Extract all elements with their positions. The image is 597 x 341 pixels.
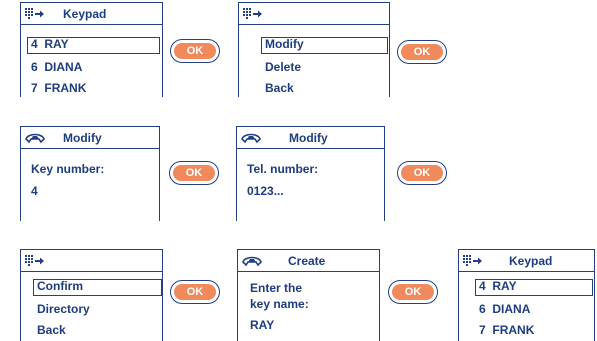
ok-button-label: OK xyxy=(392,284,434,300)
prompt-line-1: Enter the xyxy=(250,281,303,295)
ok-button-label: OK xyxy=(401,44,443,60)
modify-key-screen: Modify Key number: 4 xyxy=(20,126,160,221)
list-item-diana[interactable]: 6 DIANA xyxy=(31,60,82,74)
screen-title: Modify xyxy=(63,131,102,145)
screen-header: Modify xyxy=(21,127,159,149)
key-number: 6 xyxy=(479,302,486,316)
ok-button[interactable]: OK xyxy=(397,161,447,185)
key-number: 4 xyxy=(31,37,38,51)
screen-title: Modify xyxy=(289,131,328,145)
key-number: 7 xyxy=(479,323,486,337)
menu-item-back[interactable]: Back xyxy=(265,81,294,95)
phone-handset-icon xyxy=(25,131,45,144)
key-number: 7 xyxy=(31,81,38,95)
field-value[interactable]: 0123... xyxy=(247,184,284,198)
options-menu-screen: Modify Delete Back xyxy=(238,2,390,97)
menu-item-directory[interactable]: Directory xyxy=(37,302,90,316)
field-label: Tel. number: xyxy=(247,162,319,176)
screen-header xyxy=(239,3,389,25)
menu-item-back[interactable]: Back xyxy=(37,323,66,337)
phone-handset-icon xyxy=(242,254,262,267)
screen-header: Modify xyxy=(237,127,384,149)
contact-name: RAY xyxy=(44,37,69,51)
ok-button-label: OK xyxy=(174,284,216,300)
screen-title: Create xyxy=(288,254,326,268)
ok-button[interactable]: OK xyxy=(397,40,447,64)
field-value[interactable]: 4 xyxy=(31,184,38,198)
create-name-screen: Create Enter the key name: RAY xyxy=(237,249,380,341)
ok-button-label: OK xyxy=(173,165,215,181)
modify-number-screen: Modify Tel. number: 0123... xyxy=(236,126,385,221)
menu-item-delete[interactable]: Delete xyxy=(265,60,302,74)
menu-item-modify[interactable]: Modify xyxy=(261,37,388,54)
screen-header: Create xyxy=(238,250,379,272)
keypad-grid-icon xyxy=(463,254,483,267)
ok-button[interactable]: OK xyxy=(170,280,220,304)
contact-name: DIANA xyxy=(44,60,83,74)
key-number: 6 xyxy=(31,60,38,74)
keypad-screen-2: Keypad 4 RAY 6 DIANA 7 FRANK xyxy=(458,249,595,341)
list-item-ray[interactable]: 4 RAY xyxy=(27,37,160,54)
phone-handset-icon xyxy=(241,131,261,144)
screen-header xyxy=(21,250,162,272)
ok-button[interactable]: OK xyxy=(388,280,438,304)
prompt-line-2: key name: xyxy=(250,297,309,311)
contact-name: DIANA xyxy=(492,302,531,316)
ok-button-label: OK xyxy=(174,43,216,59)
confirm-menu-screen: Confirm Directory Back xyxy=(20,249,163,341)
ok-button[interactable]: OK xyxy=(170,39,220,63)
keypad-screen-1: Keypad 4 RAY 6 DIANA 7 FRANK xyxy=(20,2,163,97)
ok-button-label: OK xyxy=(401,165,443,181)
menu-item-confirm[interactable]: Confirm xyxy=(33,279,162,296)
list-item-ray[interactable]: 4 RAY xyxy=(475,279,593,296)
contact-name: FRANK xyxy=(44,81,87,95)
screen-title: Keypad xyxy=(509,254,553,268)
name-input-value[interactable]: RAY xyxy=(250,318,275,332)
keypad-grid-icon xyxy=(25,254,45,267)
list-item-frank[interactable]: 7 FRANK xyxy=(479,323,534,337)
screen-header: Keypad xyxy=(21,3,162,25)
screen-header: Keypad xyxy=(459,250,594,272)
list-item-frank[interactable]: 7 FRANK xyxy=(31,81,86,95)
list-item-diana[interactable]: 6 DIANA xyxy=(479,302,530,316)
field-label: Key number: xyxy=(31,162,105,176)
contact-name: RAY xyxy=(492,279,517,293)
screen-title: Keypad xyxy=(63,7,107,21)
ok-button[interactable]: OK xyxy=(169,161,219,185)
keypad-grid-icon xyxy=(243,7,263,20)
contact-name: FRANK xyxy=(492,323,535,337)
key-number: 4 xyxy=(479,279,486,293)
keypad-grid-icon xyxy=(25,7,45,20)
